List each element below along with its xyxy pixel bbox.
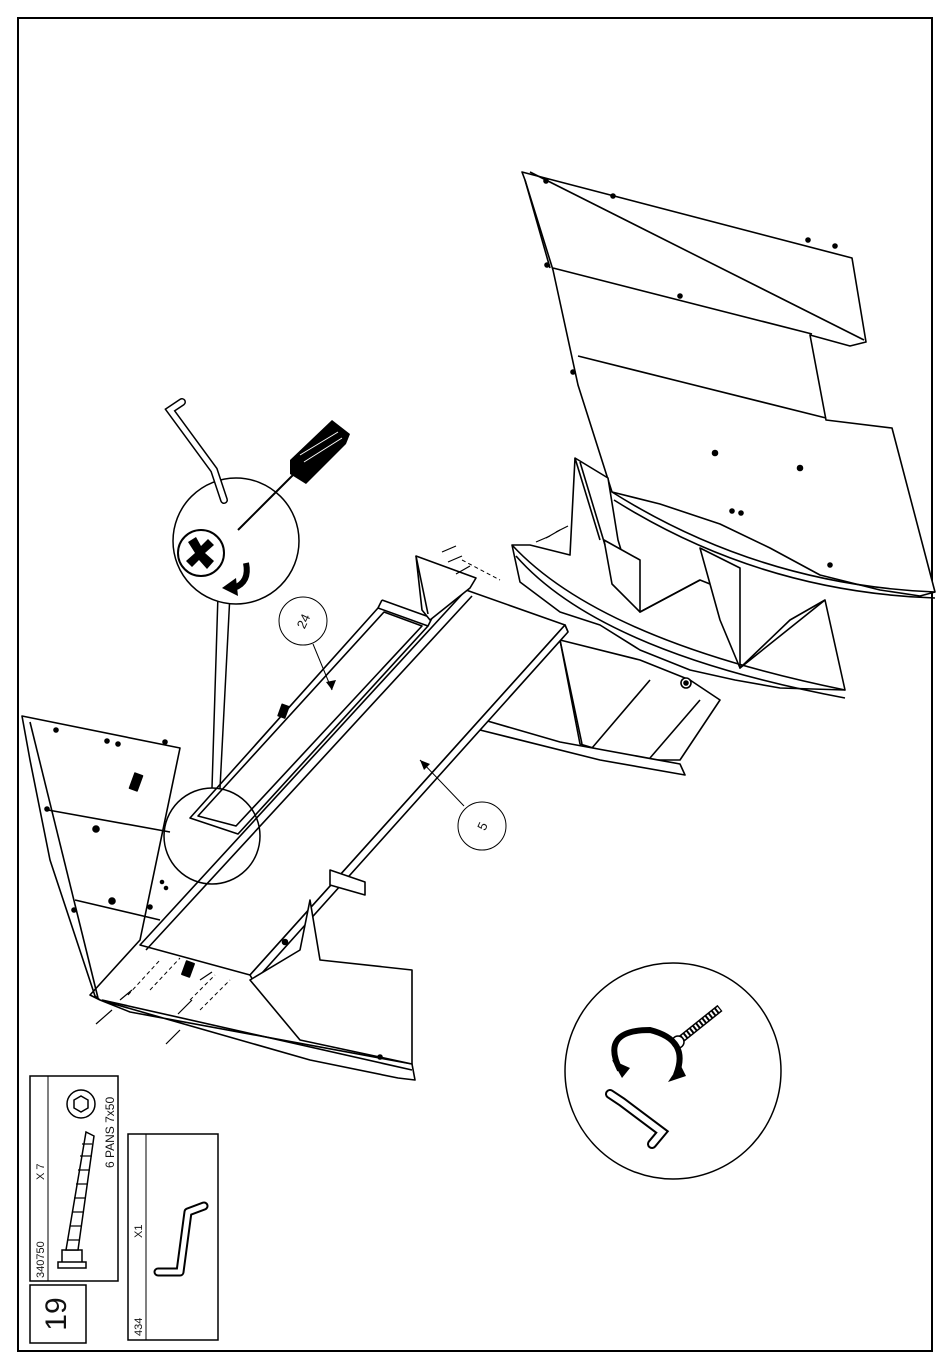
screw-part-box: 340750 X 7 6 PANS 7x50: [30, 1076, 118, 1281]
screw-part-description: 6 PANS 7x50: [103, 1097, 117, 1168]
step-number: 19: [40, 1297, 73, 1330]
screw-part-code: 340750: [35, 1241, 47, 1278]
assembly-drawing: [22, 172, 935, 1080]
step-number-box: 19: [30, 1285, 86, 1343]
hex-head-icon: [67, 1090, 95, 1118]
key-part-qty: X1: [133, 1225, 145, 1238]
hex-key-icon: [170, 402, 224, 500]
screwdriver-icon: [238, 420, 350, 530]
key-part-code: 434: [133, 1318, 145, 1336]
key-part-box: 434 X1: [128, 1134, 218, 1340]
cam-screw-detail: [565, 963, 781, 1179]
phillips-cross-icon: [178, 530, 224, 576]
screw-part-qty: X 7: [35, 1163, 47, 1180]
callout-5: 5: [420, 760, 506, 850]
